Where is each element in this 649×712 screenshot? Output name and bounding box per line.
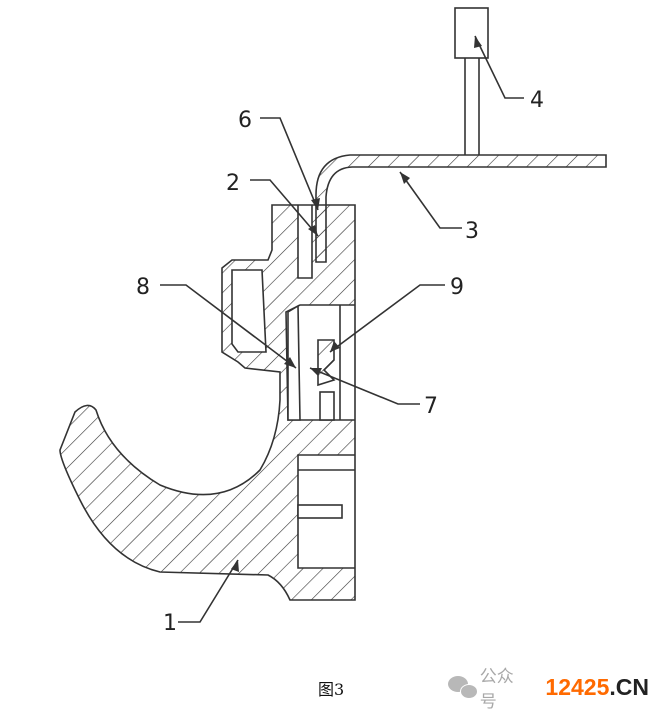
- figure-caption: 图3: [318, 680, 345, 699]
- site-suffix: .CN: [609, 673, 649, 700]
- label-3: 3: [465, 219, 479, 244]
- part-8-latch: [287, 304, 301, 421]
- label-8: 8: [136, 275, 150, 300]
- label-7: 7: [424, 394, 438, 419]
- site-number: 12425: [545, 673, 610, 700]
- part-1-body: [59, 204, 356, 601]
- watermark-site: 12425.CN: [545, 674, 649, 701]
- watermark: 公众号 12425.CN: [448, 662, 649, 712]
- wechat-icon: [448, 676, 478, 699]
- label-4: 4: [530, 88, 544, 113]
- part-7-catch: [317, 339, 336, 387]
- label-6: 6: [238, 108, 252, 133]
- label-9: 9: [450, 275, 464, 300]
- part-3-plate: [315, 154, 607, 263]
- label-2: 2: [226, 171, 240, 196]
- watermark-account: 公众号: [479, 667, 514, 712]
- part-4-box: [454, 7, 489, 59]
- label-1: 1: [163, 611, 177, 636]
